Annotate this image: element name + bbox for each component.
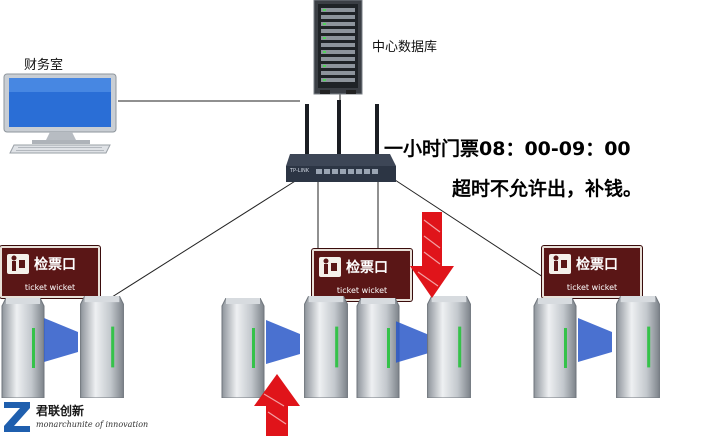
ticket-checker-icon xyxy=(549,254,571,274)
central-database-label: 中心数据库 xyxy=(372,40,438,55)
ticket-sign-3: 检票口 ticket wicket xyxy=(542,246,642,298)
computer-icon xyxy=(2,72,120,154)
finance-room-label: 财务室 xyxy=(24,58,64,73)
notice-line-1: 一小时门票08：00-09：00 xyxy=(384,138,631,160)
arrow-up-icon xyxy=(254,374,300,436)
logo-mark xyxy=(2,398,32,434)
ticket-checker-icon xyxy=(319,257,341,277)
turnstile-gate-4 xyxy=(532,296,662,400)
sign-title: 检票口 xyxy=(34,257,76,273)
server-icon xyxy=(312,0,364,96)
turnstile-gate-3 xyxy=(356,296,472,400)
logo-tagline: monarchunite of innovation xyxy=(36,420,149,429)
router-brand: TP-LINK xyxy=(290,168,310,174)
sign-subtitle: ticket wicket xyxy=(566,283,618,292)
sign-subtitle: ticket wicket xyxy=(24,283,76,292)
turnstile-gate-1 xyxy=(0,296,128,400)
arrow-down-icon xyxy=(410,212,454,298)
ticket-checker-icon xyxy=(7,254,29,274)
sign-subtitle: ticket wicket xyxy=(336,286,388,295)
notice-line-2: 超时不允许出，补钱。 xyxy=(452,178,643,200)
sign-title: 检票口 xyxy=(576,257,618,273)
ticket-sign-2: 检票口 ticket wicket xyxy=(312,249,412,301)
logo-name: 君联创新 xyxy=(36,404,85,418)
router-icon xyxy=(286,100,398,186)
ticket-sign-1: 检票口 ticket wicket xyxy=(0,246,100,298)
sign-title: 检票口 xyxy=(346,260,388,276)
link-router-gate-1 xyxy=(111,177,301,298)
